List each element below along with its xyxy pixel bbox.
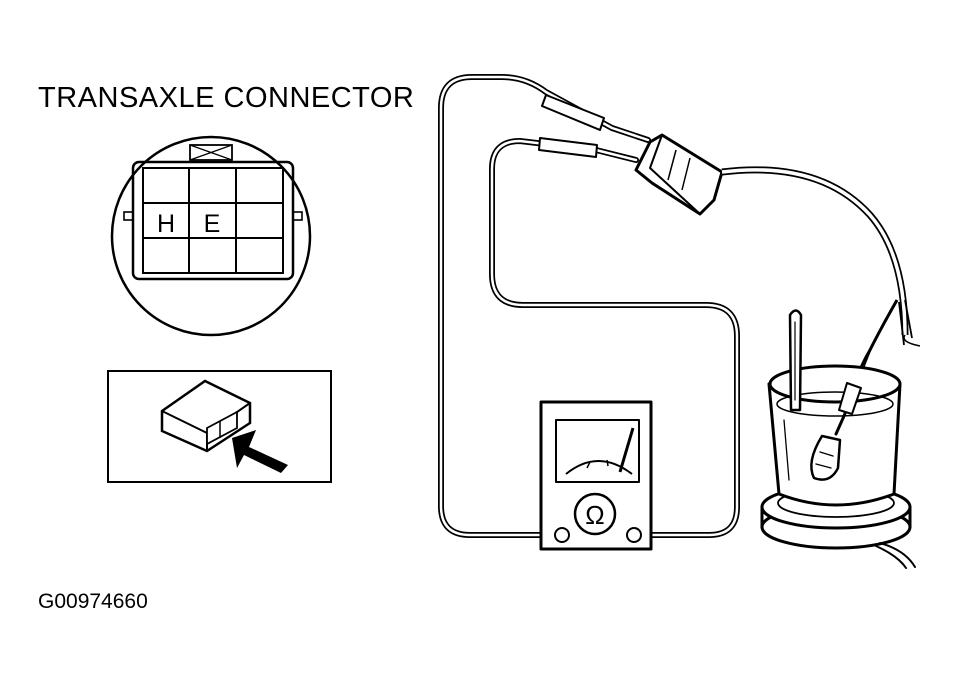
figure-id: G00974660	[38, 590, 148, 613]
test-leads	[438, 74, 740, 538]
locator-inset	[107, 370, 332, 483]
ohmmeter	[539, 400, 653, 551]
diagram-title: TRANSAXLE CONNECTOR	[38, 82, 415, 114]
terminal-h-label: H	[157, 210, 175, 238]
locator-arrow-icon	[232, 430, 288, 473]
ohm-symbol: Ω	[585, 500, 604, 530]
connector-closeup	[110, 135, 312, 337]
sensor-connector	[634, 133, 921, 396]
beaker-heater	[760, 309, 916, 569]
terminal-e-label: E	[204, 210, 221, 238]
